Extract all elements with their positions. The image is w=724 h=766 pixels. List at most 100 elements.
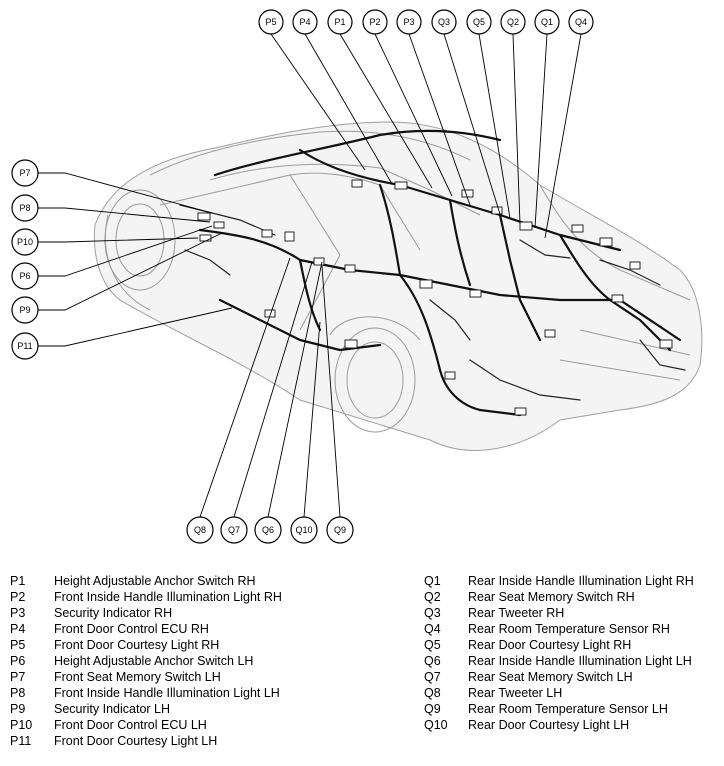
callout-label: Q2 bbox=[507, 17, 519, 27]
legend-label: Rear Door Courtesy Light RH bbox=[468, 638, 632, 652]
wiring-harness-diagram: P5 P4 P1 P2 P3 Q3 Q5 Q2 Q1 Q4 P7 P8 P10 … bbox=[11, 9, 703, 544]
callout-left-p9: P9 bbox=[11, 296, 39, 324]
legend-code: Q2 bbox=[424, 590, 441, 604]
legend-code: Q4 bbox=[424, 622, 441, 636]
callout-label: P4 bbox=[299, 17, 310, 27]
legend-code: Q3 bbox=[424, 606, 441, 620]
legend-label: Rear Inside Handle Illumination Light RH bbox=[468, 574, 694, 588]
callout-label: P8 bbox=[19, 203, 30, 213]
legend-label: Rear Door Courtesy Light LH bbox=[468, 718, 630, 732]
callout-label: P6 bbox=[19, 271, 30, 281]
legend-code: P6 bbox=[10, 654, 26, 668]
callout-label: P3 bbox=[403, 17, 414, 27]
legend-row: P3 Security Indicator RH bbox=[10, 605, 282, 621]
legend-label: Security Indicator LH bbox=[54, 702, 171, 716]
legend-code: P3 bbox=[10, 606, 26, 620]
legend-label: Rear Room Temperature Sensor LH bbox=[468, 702, 668, 716]
legend-code: P7 bbox=[10, 670, 26, 684]
legend-label: Rear Seat Memory Switch RH bbox=[468, 590, 635, 604]
legend-row: Q1 Rear Inside Handle Illumination Light … bbox=[424, 573, 694, 589]
legend-code: P2 bbox=[10, 590, 26, 604]
legend-code: P8 bbox=[10, 686, 26, 700]
legend-label: Rear Tweeter LH bbox=[468, 686, 563, 700]
callout-top-q3: Q3 bbox=[431, 9, 457, 35]
callout-left-p8: P8 bbox=[11, 194, 39, 222]
leader-lines bbox=[38, 33, 582, 518]
legend-code: Q8 bbox=[424, 686, 441, 700]
callout-label: Q10 bbox=[295, 525, 312, 535]
legend-label: Front Door Courtesy Light LH bbox=[54, 734, 218, 748]
legend-label: Rear Room Temperature Sensor RH bbox=[468, 622, 670, 636]
callout-bottom-q9: Q9 bbox=[326, 516, 354, 544]
callout-top-p2: P2 bbox=[362, 9, 388, 35]
callout-bottom-q6: Q6 bbox=[254, 516, 282, 544]
callout-left-p6: P6 bbox=[11, 262, 39, 290]
callout-left-p10: P10 bbox=[11, 228, 39, 256]
legend-label: Front Door Control ECU LH bbox=[54, 718, 207, 732]
legend-label: Height Adjustable Anchor Switch RH bbox=[54, 574, 256, 588]
callout-label: Q1 bbox=[541, 17, 553, 27]
legend-code: Q6 bbox=[424, 654, 441, 668]
callout-top-q1: Q1 bbox=[534, 9, 560, 35]
legend-row: P1 Height Adjustable Anchor Switch RH bbox=[10, 573, 282, 589]
callout-bottom-q7: Q7 bbox=[220, 516, 248, 544]
legend-row: P8 Front Inside Handle Illumination Light… bbox=[10, 685, 282, 701]
legend-label: Front Inside Handle Illumination Light L… bbox=[54, 686, 280, 700]
legend-code: Q10 bbox=[424, 718, 448, 732]
callout-top-q4: Q4 bbox=[568, 9, 594, 35]
legend-label: Height Adjustable Anchor Switch LH bbox=[54, 654, 254, 668]
callout-top-q2: Q2 bbox=[500, 9, 526, 35]
legend-label: Security Indicator RH bbox=[54, 606, 173, 620]
callout-top-p1: P1 bbox=[327, 9, 353, 35]
callout-top-q5: Q5 bbox=[466, 9, 492, 35]
legend-label: Front Door Courtesy Light RH bbox=[54, 638, 220, 652]
car-body-outline bbox=[93, 121, 703, 451]
callout-label: Q9 bbox=[334, 525, 346, 535]
legend-row: Q10 Rear Door Courtesy Light LH bbox=[424, 717, 694, 733]
legend-label: Front Seat Memory Switch LH bbox=[54, 670, 221, 684]
callout-left-p11: P11 bbox=[11, 332, 39, 360]
callout-label: P7 bbox=[19, 168, 30, 178]
callout-label: Q6 bbox=[262, 525, 274, 535]
legend-row: Q7 Rear Seat Memory Switch LH bbox=[424, 669, 694, 685]
legend-code: Q1 bbox=[424, 574, 441, 588]
legend-row: P7 Front Seat Memory Switch LH bbox=[10, 669, 282, 685]
legend-label: Rear Inside Handle Illumination Light LH bbox=[468, 654, 692, 668]
legend-row: Q8 Rear Tweeter LH bbox=[424, 685, 694, 701]
legend-code: Q7 bbox=[424, 670, 441, 684]
callout-label: P5 bbox=[265, 17, 276, 27]
callout-bottom-q10: Q10 bbox=[290, 516, 318, 544]
legend-code: P11 bbox=[10, 734, 32, 748]
legend-label: Front Door Control ECU RH bbox=[54, 622, 209, 636]
callout-left-p7: P7 bbox=[11, 159, 39, 187]
callout-top-p3: P3 bbox=[396, 9, 422, 35]
callout-label: Q3 bbox=[438, 17, 450, 27]
callout-label: Q4 bbox=[575, 17, 587, 27]
legend-row: P5 Front Door Courtesy Light RH bbox=[10, 637, 282, 653]
legend-code: Q9 bbox=[424, 702, 441, 716]
callout-label: Q7 bbox=[228, 525, 240, 535]
callout-label: P9 bbox=[19, 305, 30, 315]
legend-row: P10 Front Door Control ECU LH bbox=[10, 717, 282, 733]
legend-code: P5 bbox=[10, 638, 26, 652]
legend-row: Q2 Rear Seat Memory Switch RH bbox=[424, 589, 694, 605]
legend-label: Rear Seat Memory Switch LH bbox=[468, 670, 633, 684]
legend-code: P10 bbox=[10, 718, 33, 732]
wire-harness bbox=[179, 129, 686, 417]
callout-top-p5: P5 bbox=[258, 9, 284, 35]
callout-bottom-q8: Q8 bbox=[186, 516, 214, 544]
legend-row: Q4 Rear Room Temperature Sensor RH bbox=[424, 621, 694, 637]
callout-label: Q5 bbox=[473, 17, 485, 27]
legend-row: P11 Front Door Courtesy Light LH bbox=[10, 733, 282, 749]
legend-row: Q6 Rear Inside Handle Illumination Light … bbox=[424, 653, 694, 669]
legend-code: P1 bbox=[10, 574, 26, 588]
callout-top-p4: P4 bbox=[292, 9, 318, 35]
callout-label: P11 bbox=[17, 341, 32, 351]
legend-row: Q9 Rear Room Temperature Sensor LH bbox=[424, 701, 694, 717]
legend-code: P4 bbox=[10, 622, 26, 636]
